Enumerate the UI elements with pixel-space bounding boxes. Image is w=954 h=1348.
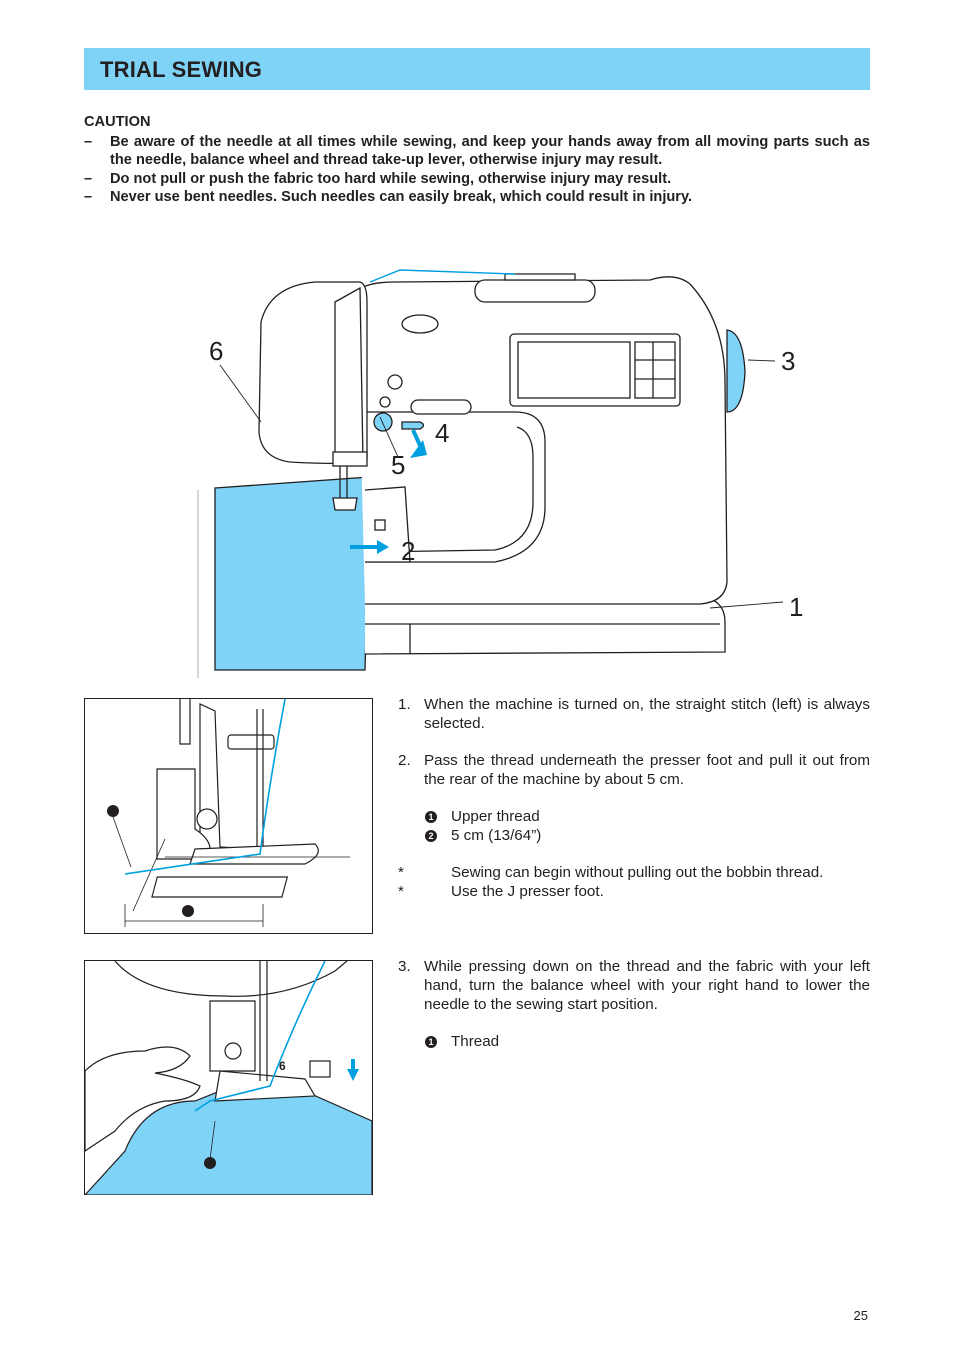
step-text: When the machine is turned on, the strai… [424, 696, 870, 732]
callout-2: 2 [401, 536, 416, 566]
callout-4: 4 [435, 418, 450, 448]
note-item: * Use the J presser foot. [398, 882, 870, 901]
note-asterisk: * [398, 883, 404, 900]
note-text: Use the J presser foot. [451, 883, 604, 900]
caution-text: Never use bent needles. Such needles can… [110, 189, 693, 205]
legend-item: 1 Upper thread [424, 807, 870, 826]
legend-label: 5 cm (13/64”) [451, 827, 542, 844]
caution-text: Be aware of the needle at all times whil… [110, 133, 870, 169]
page-number: 25 [853, 1308, 868, 1323]
presser-foot-figure [84, 698, 373, 934]
caution-item: –Do not pull or push the fabric too hard… [84, 170, 870, 189]
hand-fabric-figure: 6 [84, 960, 373, 1195]
marker-dot-1 [107, 805, 119, 817]
caution-text: Do not pull or push the fabric too hard … [110, 170, 672, 187]
instructions-step-3: 3. While pressing down on the thread and… [398, 957, 870, 1051]
step-number: 3. [398, 958, 411, 975]
marker-dot-1 [204, 1157, 216, 1169]
callout-5: 5 [391, 450, 406, 480]
presser-foot-drawing [107, 699, 350, 927]
callout-1: 1 [789, 592, 804, 622]
callout-6: 6 [209, 336, 224, 366]
dash-marker: – [84, 189, 93, 205]
callout-3: 3 [781, 346, 796, 376]
section-header: TRIAL SEWING [84, 48, 870, 90]
legend-badge: 1 [425, 811, 437, 823]
legend-label: Upper thread [451, 808, 540, 825]
sewing-machine-illustration: 6 3 4 5 2 1 [195, 262, 815, 680]
step-2-legend: 1 Upper thread 2 5 cm (13/64”) [424, 807, 870, 845]
dash-marker: – [84, 170, 93, 187]
note-text: Sewing can begin without pulling out the… [451, 864, 824, 881]
legend-badge: 2 [425, 830, 437, 842]
hand-fabric-drawing [85, 961, 372, 1195]
caution-list: –Be aware of the needle at all times whi… [84, 133, 870, 207]
caution-item: –Be aware of the needle at all times whi… [84, 133, 870, 170]
note-item: * Sewing can begin without pulling out t… [398, 863, 870, 882]
step-2: 2. Pass the thread underneath the presse… [398, 751, 870, 789]
dial-label: 6 [279, 1059, 286, 1073]
step-2-notes: * Sewing can begin without pulling out t… [398, 863, 870, 901]
legend-label: Thread [451, 1033, 500, 1050]
step-3-legend: 1 Thread [424, 1032, 870, 1051]
caution-item: – Never use bent needles. Such needles ca… [84, 188, 870, 207]
sewing-machine-drawing [197, 269, 784, 678]
step-number: 2. [398, 752, 411, 769]
step-number: 1. [398, 696, 411, 713]
legend-badge: 1 [425, 1036, 437, 1048]
step-text: While pressing down on the thread and th… [424, 958, 870, 1013]
page-title: TRIAL SEWING [100, 57, 263, 82]
legend-item: 1 Thread [424, 1032, 870, 1051]
note-asterisk: * [398, 864, 404, 881]
legend-item: 2 5 cm (13/64”) [424, 826, 870, 845]
dash-marker: – [84, 133, 93, 150]
step-3: 3. While pressing down on the thread and… [398, 957, 870, 1014]
marker-dot-2 [182, 905, 194, 917]
step-text: Pass the thread underneath the presser f… [424, 752, 870, 788]
instructions-steps-1-2: 1. When the machine is turned on, the st… [398, 695, 870, 901]
caution-block: CAUTION –Be aware of the needle at all t… [84, 113, 870, 207]
step-1: 1. When the machine is turned on, the st… [398, 695, 870, 733]
caution-title: CAUTION [84, 114, 151, 130]
